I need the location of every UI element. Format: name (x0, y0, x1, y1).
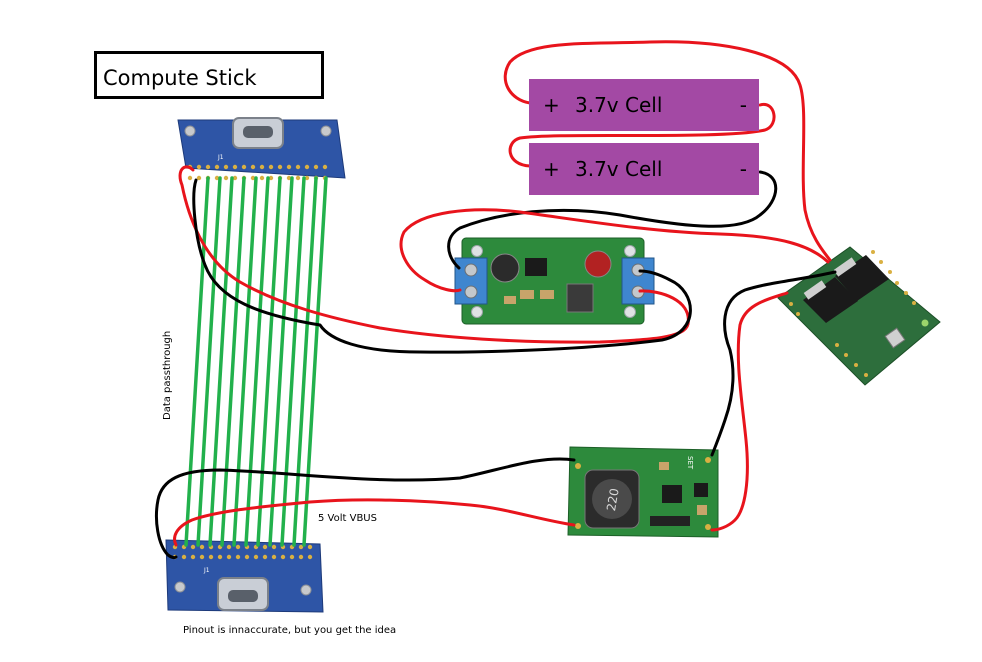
connector-designator-top: J1 (217, 154, 224, 161)
power-wires (154, 40, 837, 560)
buck-boost-converter (454, 237, 655, 325)
power-switch-module (777, 246, 941, 386)
mount-hole-icon (624, 245, 636, 257)
cell-label: 3.7v Cell (575, 157, 663, 181)
mosfet-icon (694, 483, 708, 497)
cell-negative-terminal: - (739, 157, 747, 181)
wire-red-switch-charger (710, 291, 789, 532)
data-passthrough-wires (184, 176, 328, 547)
charger-marking: SET (686, 456, 694, 470)
diagram-title: Compute Stick (103, 66, 257, 90)
usb-c-port-slot (243, 126, 273, 138)
usb-c-breakout-top: J1 (177, 117, 346, 181)
converter-pcb (461, 237, 645, 325)
battery-cell-top: + 3.7v Cell - (529, 79, 759, 131)
wire-red-switch-converter (399, 208, 830, 293)
capacitor-icon (490, 253, 520, 283)
usb-c-breakout-bottom: J1 (165, 539, 324, 613)
usb-c-port-slot (228, 590, 258, 602)
mount-hole-icon (471, 306, 483, 318)
switch-pcb (777, 246, 941, 386)
mosfet-icon (835, 255, 889, 301)
ic-chip-icon (525, 258, 547, 276)
data-passthrough-label: Data passthrough (162, 330, 173, 420)
ic-chip-icon (662, 485, 682, 503)
wire-black-top-gnd (192, 178, 692, 354)
mount-hole-icon (320, 125, 332, 137)
battery-cell-bottom: + 3.7v Cell - (529, 143, 759, 195)
mount-hole-icon (184, 125, 196, 137)
cell-label: 3.7v Cell (575, 93, 663, 117)
wire-red-charger-bottom (173, 498, 576, 547)
wire-black-switch-charger (710, 270, 837, 457)
mount-hole-icon (174, 581, 186, 593)
mount-hole-icon (624, 306, 636, 318)
cell-positive-terminal: + (543, 157, 560, 181)
mosfet-icon (803, 277, 858, 323)
inductor-icon (566, 283, 594, 313)
vbus-label: 5 Volt VBUS (318, 513, 377, 524)
pinout-note: Pinout is innaccurate, but you get the i… (183, 625, 397, 636)
wire-red-cell-series (508, 102, 776, 168)
wire-black-cell-bottom (447, 170, 778, 270)
capacitor-icon (584, 250, 612, 278)
diagram-title-box: Compute Stick (94, 51, 324, 99)
connector-designator-bottom: J1 (203, 567, 210, 574)
mount-hole-icon (300, 584, 312, 596)
cell-positive-terminal: + (543, 93, 560, 117)
wire-red-cell-top (503, 40, 832, 262)
wire-red-top-vbus (178, 165, 690, 344)
mount-hole-icon (471, 245, 483, 257)
header-pins-bottom (172, 544, 313, 560)
wire-black-charger-bottom (154, 457, 576, 560)
inductor-marking: 220 (604, 487, 622, 512)
cell-negative-terminal: - (739, 93, 747, 117)
pushbutton-icon (884, 327, 906, 349)
charger-module: 220 SET (567, 446, 719, 538)
